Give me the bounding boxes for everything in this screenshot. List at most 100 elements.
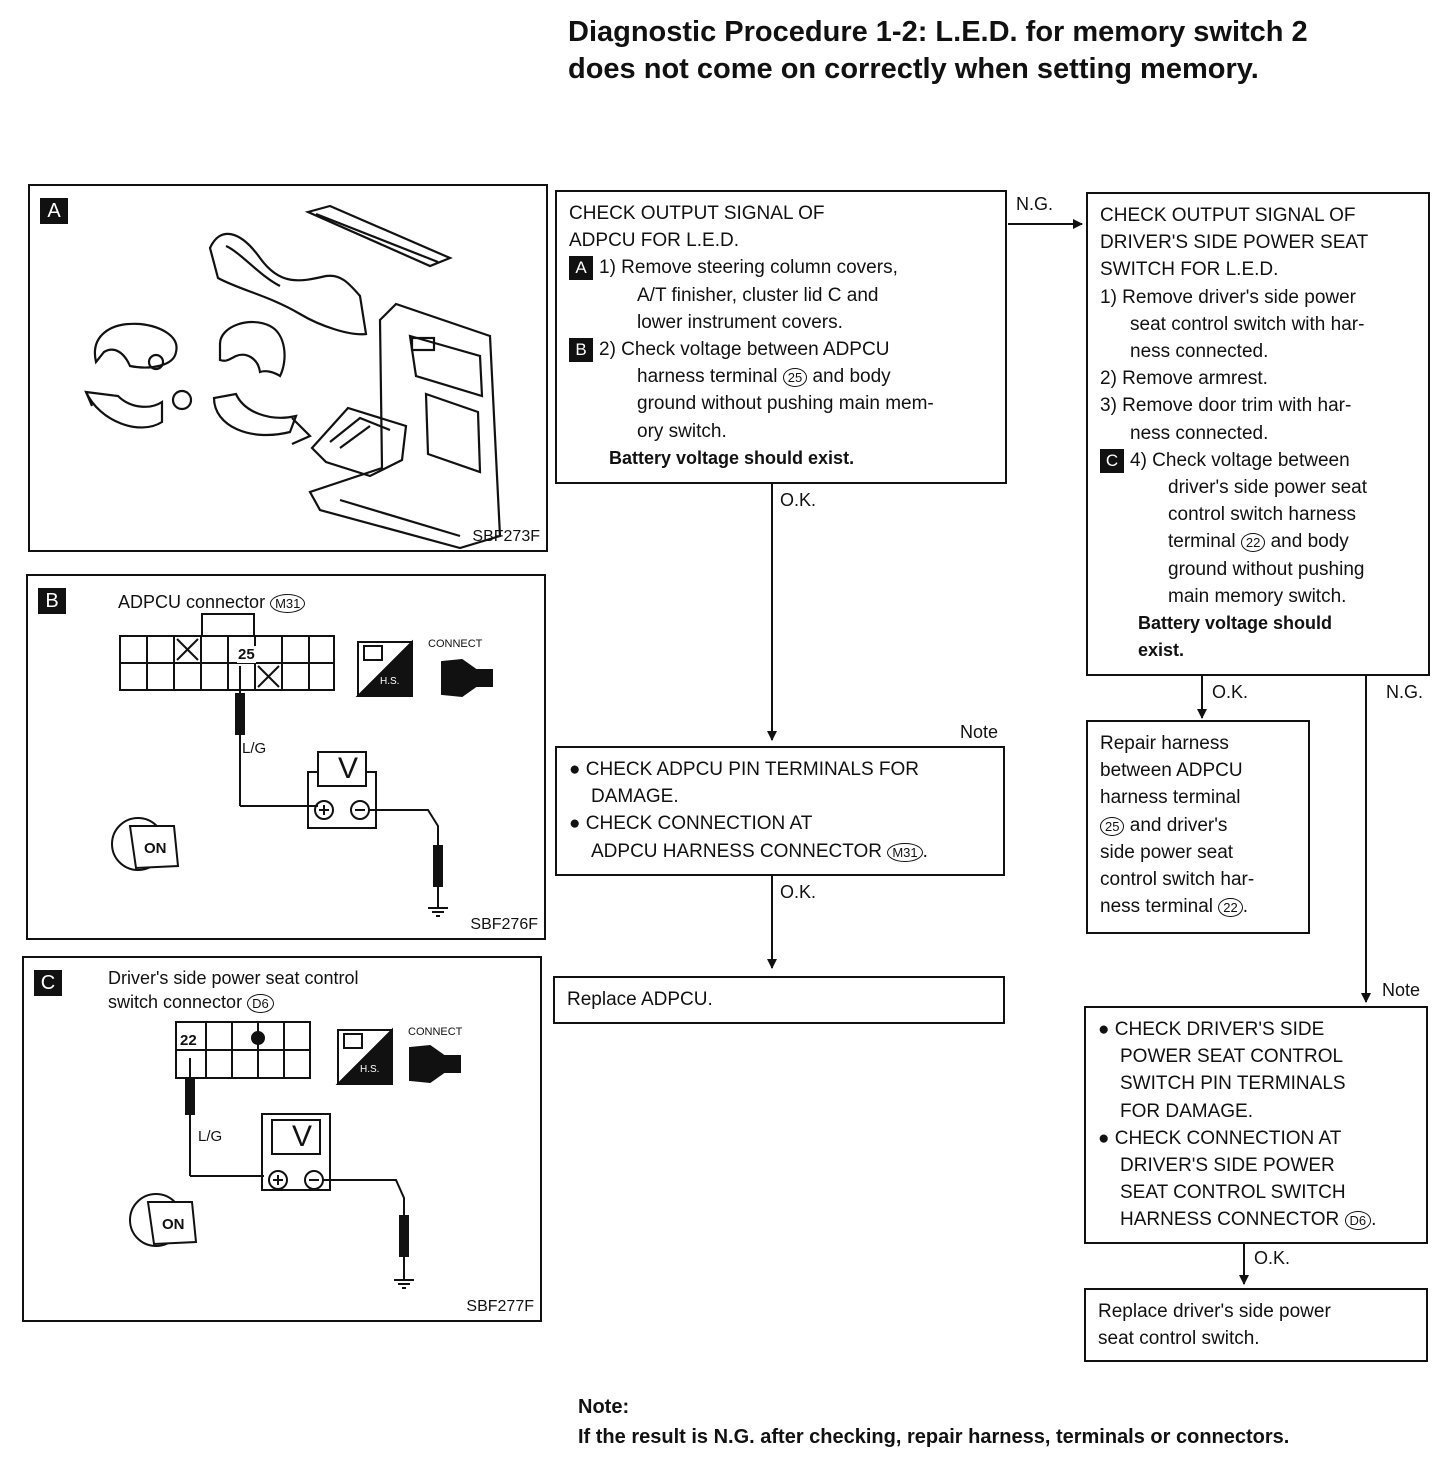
box1-step2-line3: ground without pushing main mem- (637, 393, 934, 415)
connector-id-d6-badge: D6 (247, 994, 274, 1013)
label-ng-1: N.G. (1016, 194, 1054, 214)
box2-step4-line5: ground without pushing (1168, 558, 1365, 580)
box2-heading-1: CHECK OUTPUT SIGNAL OF (1100, 205, 1356, 226)
box3-bullet1-line2: DAMAGE. (591, 786, 679, 808)
box2-step3-line1: 3) Remove door trim with har- (1100, 395, 1352, 417)
box6-bullet1-line1: ● CHECK DRIVER'S SIDE (1098, 1019, 1325, 1040)
box2-heading-2: DRIVER'S SIDE POWER SEAT (1100, 232, 1369, 254)
panel-b-adpcu-connector: B ADPCU connector M31 (26, 574, 546, 940)
label-ok-4: O.K. (1254, 1248, 1291, 1268)
box4-text: Replace ADPCU. (567, 989, 713, 1010)
panel-c-title-line-1: Driver's side power seat control (108, 968, 359, 988)
voltmeter-symbol-c: V (291, 1120, 312, 1153)
step-box-check-seat-switch-terminals: ● CHECK DRIVER'S SIDE POWER SEAT CONTROL… (1084, 1006, 1428, 1244)
box2-result-2: exist. (1138, 640, 1185, 661)
panel-c-code: SBF277F (466, 1298, 534, 1315)
box5-line3: harness terminal (1100, 787, 1241, 809)
connect-label-c: CONNECT (408, 1026, 463, 1038)
box2-step4-line3: control switch harness (1168, 504, 1356, 526)
box2-heading-3: SWITCH FOR L.E.D. (1100, 259, 1279, 281)
box1-step2-line2: harness terminal 25 and body (569, 363, 993, 390)
box5-line2: between ADPCU (1100, 760, 1243, 782)
wire-color-label-b: L/G (242, 740, 267, 757)
terminal-22-label: 22 (180, 1032, 197, 1049)
label-note-1: Note (960, 722, 999, 742)
panel-a-illustration: A SBF27 (28, 184, 548, 552)
box2-step3-line2: ness connected. (1130, 422, 1269, 444)
seat-switch-connector-diagram (129, 1021, 461, 1289)
box1-step1-line2: A/T finisher, cluster lid C and (637, 284, 879, 306)
panel-b-code: SBF276F (470, 916, 538, 933)
label-ok-2: O.K. (780, 882, 817, 902)
step-box-check-adpcu-terminals: ● CHECK ADPCU PIN TERMINALS FOR DAMAGE. … (555, 746, 1005, 876)
terminal-25-badge: 25 (782, 368, 808, 388)
box7-line2: seat control switch. (1098, 1328, 1260, 1350)
box6-bullet1-line3: SWITCH PIN TERMINALS (1120, 1073, 1346, 1095)
label-ng-2: N.G. (1386, 682, 1424, 702)
box1-step1-text: 1) Remove steering column covers, (599, 257, 898, 279)
step-box-repair-harness: Repair harness between ADPCU harness ter… (1086, 720, 1310, 934)
box2-step4-line6: main memory switch. (1168, 585, 1347, 607)
step-box-check-seat-switch-output: CHECK OUTPUT SIGNAL OF DRIVER'S SIDE POW… (1086, 192, 1430, 676)
page-title: Diagnostic Procedure 1-2: L.E.D. for mem… (568, 14, 1428, 88)
footer-note-heading: Note: (578, 1396, 630, 1418)
panel-c-seat-switch-connector: C Driver's side power seat control switc… (22, 956, 542, 1322)
step-box-check-adpcu-output: CHECK OUTPUT SIGNAL OF ADPCU FOR L.E.D. … (555, 190, 1007, 484)
panel-a-tag: A (40, 198, 68, 224)
box3-bullet1-line1: ● CHECK ADPCU PIN TERMINALS FOR (569, 759, 920, 780)
box6-bullet2-text: CHECK CONNECTION AT (1114, 1127, 1342, 1149)
steering-column-covers-illustration (84, 204, 502, 550)
hs-label-c: H.S. (360, 1064, 380, 1075)
panel-c-title-line-2: switch connector D6 (108, 992, 274, 1013)
ignition-on-label-b: ON (144, 840, 167, 857)
box6-bullet2-line2: DRIVER'S SIDE POWER (1120, 1155, 1335, 1177)
footer-note: Note: If the result is N.G. after checki… (578, 1392, 1289, 1452)
terminal-22-badge-box5: 22 (1218, 898, 1243, 918)
box1-step1-line1: A 1) Remove steering column covers, (569, 254, 993, 281)
tag-a-icon: A (569, 256, 593, 281)
box6-bullet2-line1: ● CHECK CONNECTION AT (1098, 1127, 1342, 1149)
connect-label-b: CONNECT (428, 638, 483, 650)
box3-bullet2-text-b: ADPCU HARNESS CONNECTOR (591, 840, 883, 862)
box5-line6: control switch har- (1100, 869, 1255, 891)
wire-color-label-c: L/G (198, 1128, 223, 1145)
ignition-on-label-c: ON (162, 1216, 185, 1233)
box3-bullet2-line1: ● CHECK CONNECTION AT (569, 813, 813, 835)
adpcu-connector-label: ADPCU connector (118, 592, 266, 612)
connector-m31-badge: M31 (887, 842, 923, 862)
box5-line7-text: ness terminal (1100, 896, 1213, 918)
box3-bullet1-text: CHECK ADPCU PIN TERMINALS FOR (585, 759, 920, 780)
title-line-1: Diagnostic Procedure 1-2: L.E.D. for mem… (568, 16, 1308, 48)
panel-c-tag: C (34, 970, 62, 996)
box2-result-1: Battery voltage should (1138, 613, 1333, 634)
box6-bullet2-text-b: HARNESS CONNECTOR (1120, 1209, 1340, 1231)
terminal-22-badge: 22 (1240, 533, 1266, 553)
box1-result: Battery voltage should exist. (609, 447, 855, 468)
box7-line1: Replace driver's side power (1098, 1301, 1331, 1322)
box1-heading-2: ADPCU FOR L.E.D. (569, 230, 739, 252)
box2-step4-line2: driver's side power seat (1168, 477, 1367, 499)
box3-bullet2-line2: ADPCU HARNESS CONNECTOR M31. (591, 840, 928, 862)
box6-bullet1-line2: POWER SEAT CONTROL (1120, 1046, 1344, 1068)
terminal-25-label: 25 (237, 646, 256, 663)
box5-line1: Repair harness (1100, 733, 1229, 754)
box2-step4-text-b: and body (1270, 531, 1349, 553)
panel-b-title: ADPCU connector M31 (118, 592, 306, 613)
panel-b-tag: B (38, 588, 66, 614)
box2-step1-line3: ness connected. (1130, 341, 1269, 363)
box6-bullet1-line4: FOR DAMAGE. (1120, 1100, 1254, 1122)
box5-line7: ness terminal 22. (1100, 896, 1249, 918)
connector-id-m31-badge: M31 (270, 594, 306, 613)
box5-line5: side power seat (1100, 841, 1234, 863)
box1-heading-1: CHECK OUTPUT SIGNAL OF (569, 203, 825, 224)
connector-d6-badge: D6 (1344, 1211, 1372, 1231)
hs-label-b: H.S. (380, 676, 400, 687)
tag-c-icon: C (1100, 448, 1124, 473)
tag-b-icon: B (569, 338, 593, 362)
box6-bullet2-line3: SEAT CONTROL SWITCH (1120, 1182, 1346, 1204)
step-box-replace-adpcu: Replace ADPCU. (553, 976, 1005, 1024)
terminal-25-badge-box5: 25 (1100, 816, 1125, 836)
box2-step1-line2: seat control switch with har- (1130, 313, 1365, 335)
box6-bullet1-text: CHECK DRIVER'S SIDE (1114, 1019, 1325, 1040)
